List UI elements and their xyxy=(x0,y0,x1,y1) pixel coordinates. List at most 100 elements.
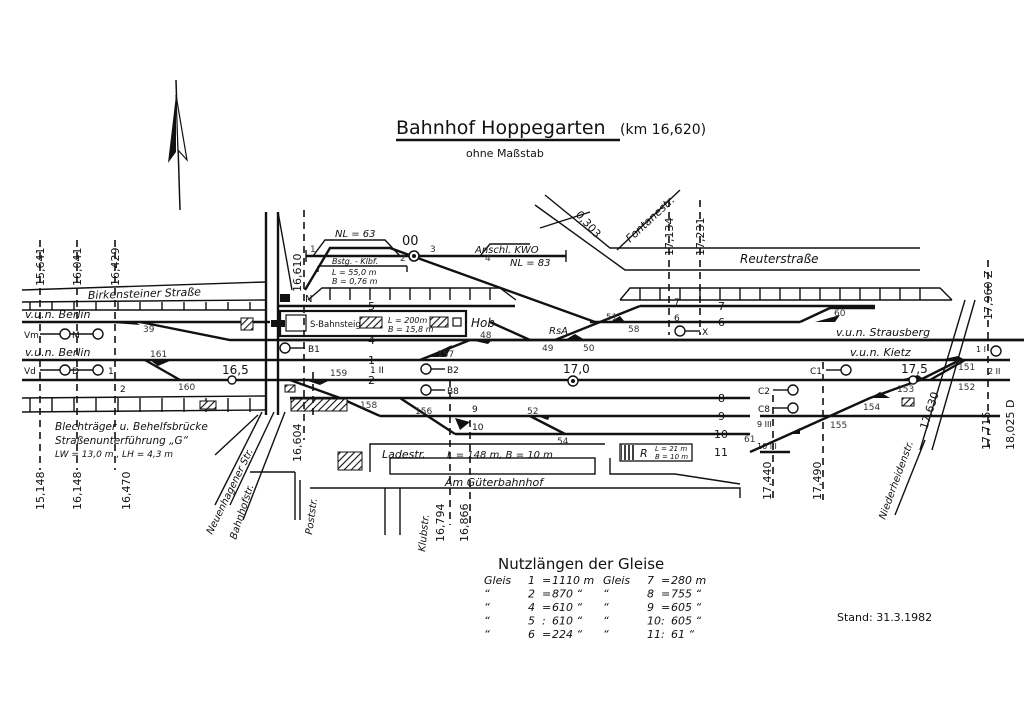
ramp-label: R xyxy=(640,447,648,460)
switch-154: 154 xyxy=(863,403,880,413)
nl-63: NL = 63 xyxy=(335,229,376,240)
km-dashed-lines xyxy=(39,200,989,525)
bstg-klbf: Bstg. - Klbf. xyxy=(332,257,378,266)
track-length-value: 610 “ xyxy=(552,601,582,614)
switch-numbers: 1 2 3 4 39 48 49 50 51 58 60 61 151 152 … xyxy=(143,245,975,447)
siding-labels: NL = 63 00 Anschl. KWO NL = 83 Bstg. - K… xyxy=(305,229,568,337)
switch-2: 2 xyxy=(400,254,406,264)
platform-length: L = 200m xyxy=(388,316,428,325)
track-length-sep: : xyxy=(661,628,665,641)
platform-width: B = 15,8 m xyxy=(388,325,434,334)
track-length-sep: = xyxy=(661,601,670,614)
km-17-440: 17,440 xyxy=(761,462,774,501)
switch-61: 61 xyxy=(744,435,755,445)
track-length-row: “9=605 “ xyxy=(603,601,701,614)
track-length-value: 224 “ xyxy=(552,628,582,641)
track-length-track: 4 xyxy=(528,601,535,614)
switch-39: 39 xyxy=(143,325,155,335)
street-lade: Ladestr. xyxy=(382,448,426,461)
switch-152: 152 xyxy=(958,383,975,393)
niederheiden-crossing xyxy=(894,299,976,516)
nl-83: NL = 83 xyxy=(510,258,551,269)
bridge-note-line3: LW = 13,0 m , LH = 4,3 m xyxy=(55,450,173,460)
track-length-value: 610 “ xyxy=(552,615,582,628)
signal-2: 2 xyxy=(120,385,126,395)
track-length-sep: = xyxy=(542,574,551,587)
track-length-prefix: Gleis xyxy=(603,574,630,587)
track-length-track: 1 xyxy=(528,574,535,587)
switch-161: 161 xyxy=(150,350,167,360)
bridge-note-line2: Straßenunterführung „G“ xyxy=(55,435,189,447)
track-length-value: 755 “ xyxy=(671,588,701,601)
km-16-794: 16,794 xyxy=(434,504,447,543)
track-length-sep: = xyxy=(661,588,670,601)
hob-label: Hob xyxy=(471,316,495,330)
track-length-track: 2 xyxy=(528,588,535,601)
anschluss-kwo: Anschl. KWO xyxy=(474,245,539,256)
track-length-row: “11:61 “ xyxy=(603,628,694,641)
switch-4: 4 xyxy=(485,254,491,264)
track-length-sep: = xyxy=(542,628,551,641)
track-4: 4 xyxy=(368,334,375,347)
signal-10-iii: 10 III xyxy=(757,442,777,451)
track-1: 1 xyxy=(368,354,375,367)
track-length-prefix: “ xyxy=(484,601,490,614)
switch-155: 155 xyxy=(830,421,847,431)
km-16-148: 16,148 xyxy=(71,472,84,511)
north-arrow-icon xyxy=(168,79,188,211)
signal-c2: C2 xyxy=(758,387,770,397)
stand-date: Stand: 31.3.1982 xyxy=(837,611,932,624)
km-17-231: 17,231 xyxy=(694,218,707,257)
track-length-track: 8 xyxy=(647,588,654,601)
track-length-track: 7 xyxy=(647,574,654,587)
track-7: 7 xyxy=(718,300,725,313)
signal-vm: Vm xyxy=(24,331,39,341)
switch-159: 159 xyxy=(330,369,347,379)
track-length-row: “6=224 “ xyxy=(484,628,582,641)
km-points: 16,5 17,0 17,5 xyxy=(222,362,928,387)
street-post: Poststr. xyxy=(304,497,320,535)
km-17-960: 17,960 Z xyxy=(982,270,995,320)
switch-60: 60 xyxy=(834,309,846,319)
track-length-track: 10 xyxy=(647,615,661,628)
signal-1-i: 1 I xyxy=(976,345,986,354)
km-17-5: 17,5 xyxy=(901,362,928,376)
signal-1: 1 xyxy=(108,367,114,377)
scale-note: ohne Maßstab xyxy=(466,147,544,160)
dir-berlin-lower: v.u.n. Berlin xyxy=(25,346,90,359)
lade-dims: L = 148 m, B = 10 m xyxy=(447,450,553,461)
signal-d: D xyxy=(72,367,79,377)
track-length-prefix: “ xyxy=(484,615,490,628)
track-length-track: 11 xyxy=(647,628,661,641)
signal-x: X xyxy=(702,328,708,338)
signal-2-ii: 2 II xyxy=(988,367,1000,376)
track-numbers: 5 4 1 2 8 9 10 11 7 6 xyxy=(368,300,728,459)
km-17-490: 17,490 xyxy=(811,462,824,501)
track-length-track: 5 xyxy=(528,615,535,628)
tracks xyxy=(21,211,1024,454)
upper-siding xyxy=(305,239,953,301)
track-length-track: 6 xyxy=(528,628,535,641)
switch-52: 52 xyxy=(527,407,538,417)
dir-kietz: v.u.n. Kietz xyxy=(850,346,911,359)
title-block: Bahnhof Hoppegarten (km 16,620) ohne Maß… xyxy=(396,117,706,160)
street-reuter: Reuterstraße xyxy=(740,252,819,266)
track-length-prefix: “ xyxy=(603,588,609,601)
switch-58: 58 xyxy=(628,325,640,335)
switch-160: 160 xyxy=(178,383,195,393)
street-klub: Klubstr. xyxy=(417,514,432,552)
switch-1: 1 xyxy=(310,245,316,255)
ramp-length: L = 21 m xyxy=(655,445,687,453)
track-length-track: 9 xyxy=(647,601,654,614)
switch-48: 48 xyxy=(480,331,492,341)
track-length-sep: : xyxy=(661,615,665,628)
track-length-value: 605 “ xyxy=(671,601,701,614)
track-9: 9 xyxy=(718,410,725,423)
signal-9: 9 xyxy=(472,405,478,415)
dir-strausberg: v.u.n. Strausberg xyxy=(836,326,930,339)
track-10: 10 xyxy=(714,428,728,441)
toilet-label: 00 xyxy=(402,234,419,249)
